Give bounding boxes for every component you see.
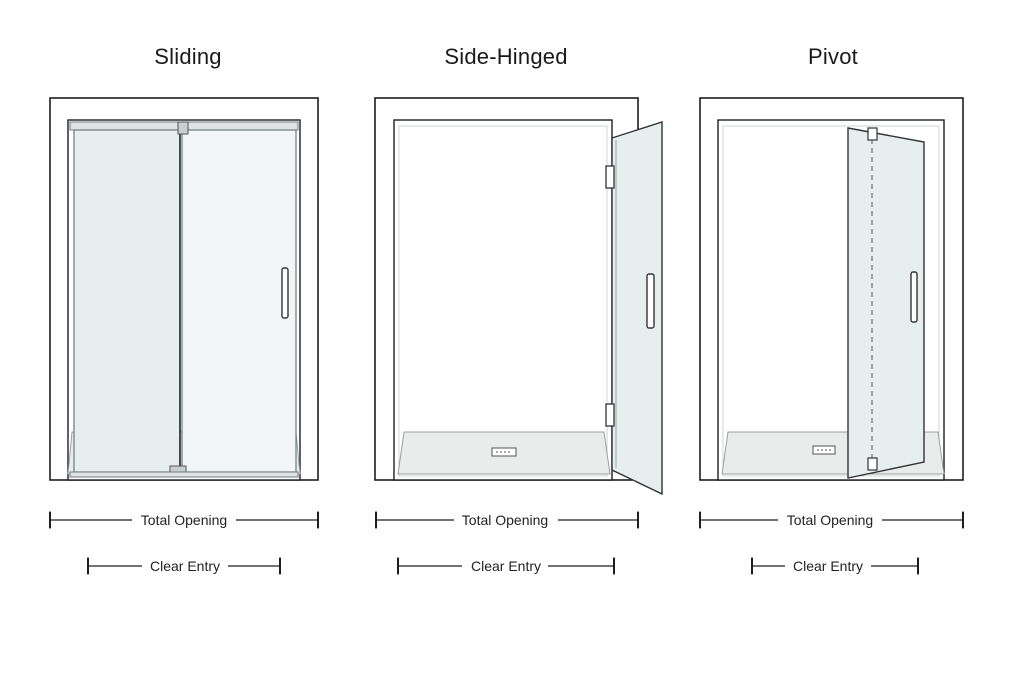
top-pivot-icon — [867, 127, 878, 141]
clear-entry-label: Clear Entry — [793, 558, 863, 574]
clear-entry-label: Clear Entry — [471, 558, 541, 574]
door-handle-icon — [646, 273, 655, 329]
sliding-glass-panel — [181, 129, 297, 473]
sliding-title: Sliding — [154, 44, 222, 69]
pivot-glass-door — [847, 127, 925, 479]
side-hinged-panel: Total Opening Clear Entry — [374, 97, 663, 575]
door-handle-icon — [281, 267, 289, 319]
clear-entry-label: Clear Entry — [150, 558, 220, 574]
total-opening-label: Total Opening — [462, 512, 548, 528]
inner-frame — [398, 125, 608, 477]
total-opening-label: Total Opening — [787, 512, 873, 528]
total-opening-label: Total Opening — [141, 512, 227, 528]
pivot-panel: Total Opening Clear Entry — [698, 97, 965, 575]
bottom-hinge-icon — [605, 403, 615, 427]
door-handle-icon — [910, 271, 918, 323]
fixed-glass-panel — [73, 129, 181, 473]
bottom-pivot-icon — [867, 457, 878, 471]
side-hinged-title: Side-Hinged — [444, 44, 568, 69]
hinged-glass-door — [611, 121, 663, 496]
drain-icon — [812, 445, 836, 455]
top-hinge-icon — [605, 165, 615, 189]
roller-icon — [177, 121, 189, 135]
pivot-title: Pivot — [808, 44, 858, 69]
sliding-panel: Total Opening Clear Entry — [48, 97, 320, 575]
bottom-track — [69, 471, 299, 478]
